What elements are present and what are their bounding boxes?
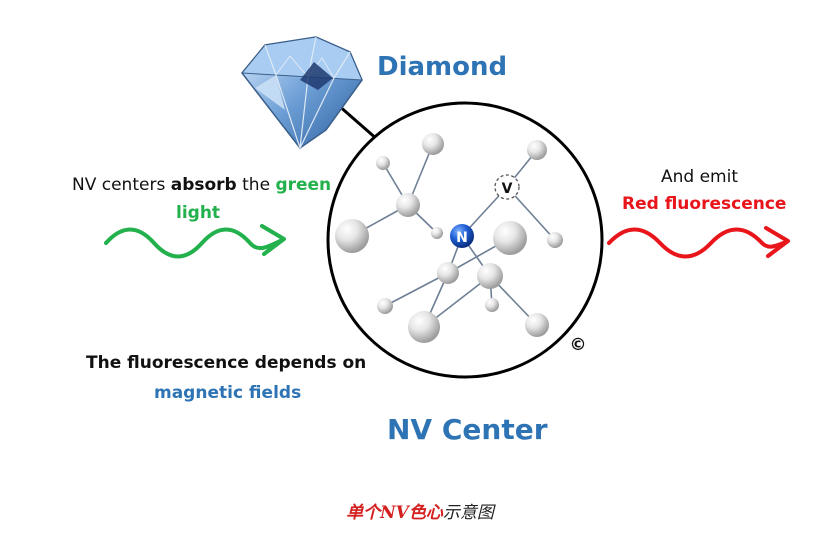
vacancy-label: V — [502, 181, 513, 197]
green-light-arrow — [104, 224, 286, 259]
absorb-mid: the — [236, 175, 276, 195]
absorb-text-line1: NV centers absorb the green — [72, 175, 331, 195]
emit-text-line2: Red fluorescence — [622, 194, 787, 214]
absorb-prefix: NV centers — [72, 175, 171, 195]
carbon-atom — [437, 262, 459, 284]
lattice-atoms — [335, 133, 563, 343]
absorb-text-line2: light — [176, 203, 221, 223]
emit-text-line1: And emit — [661, 167, 739, 187]
carbon-atom — [376, 156, 390, 170]
nitrogen-label: N — [456, 230, 468, 246]
absorb-bold-word: absorb — [170, 175, 237, 195]
nv-center-title: NV Center — [387, 413, 548, 446]
figure-caption: 单个NV色心示意图 — [0, 498, 840, 523]
carbon-atom — [493, 221, 527, 255]
carbon-atom — [377, 298, 393, 314]
carbon-atom — [335, 219, 369, 253]
carbon-atom — [431, 227, 443, 239]
diamond-gem-icon — [240, 36, 363, 150]
carbon-atom — [525, 313, 549, 337]
absorb-green-word: green — [275, 175, 332, 195]
carbon-atom — [527, 140, 547, 160]
carbon-atom — [477, 263, 503, 289]
carbon-atom — [485, 298, 499, 312]
carbon-atom — [408, 311, 440, 343]
fluorescence-text-line1: The fluorescence depends on — [86, 353, 367, 373]
caption-red-part: 单个NV色心 — [346, 503, 443, 523]
carbon-atom — [547, 232, 563, 248]
caption-black-part: 示意图 — [442, 503, 494, 523]
carbon-atom — [396, 193, 420, 217]
red-fluorescence-arrow — [607, 226, 790, 259]
vacancy-site: V — [494, 174, 520, 200]
carbon-atom — [422, 133, 444, 155]
fluorescence-text-line2: magnetic fields — [154, 383, 302, 403]
copyright-mark: © — [570, 335, 587, 355]
nitrogen-atom: N — [450, 224, 474, 248]
diamond-label: Diamond — [377, 52, 508, 82]
